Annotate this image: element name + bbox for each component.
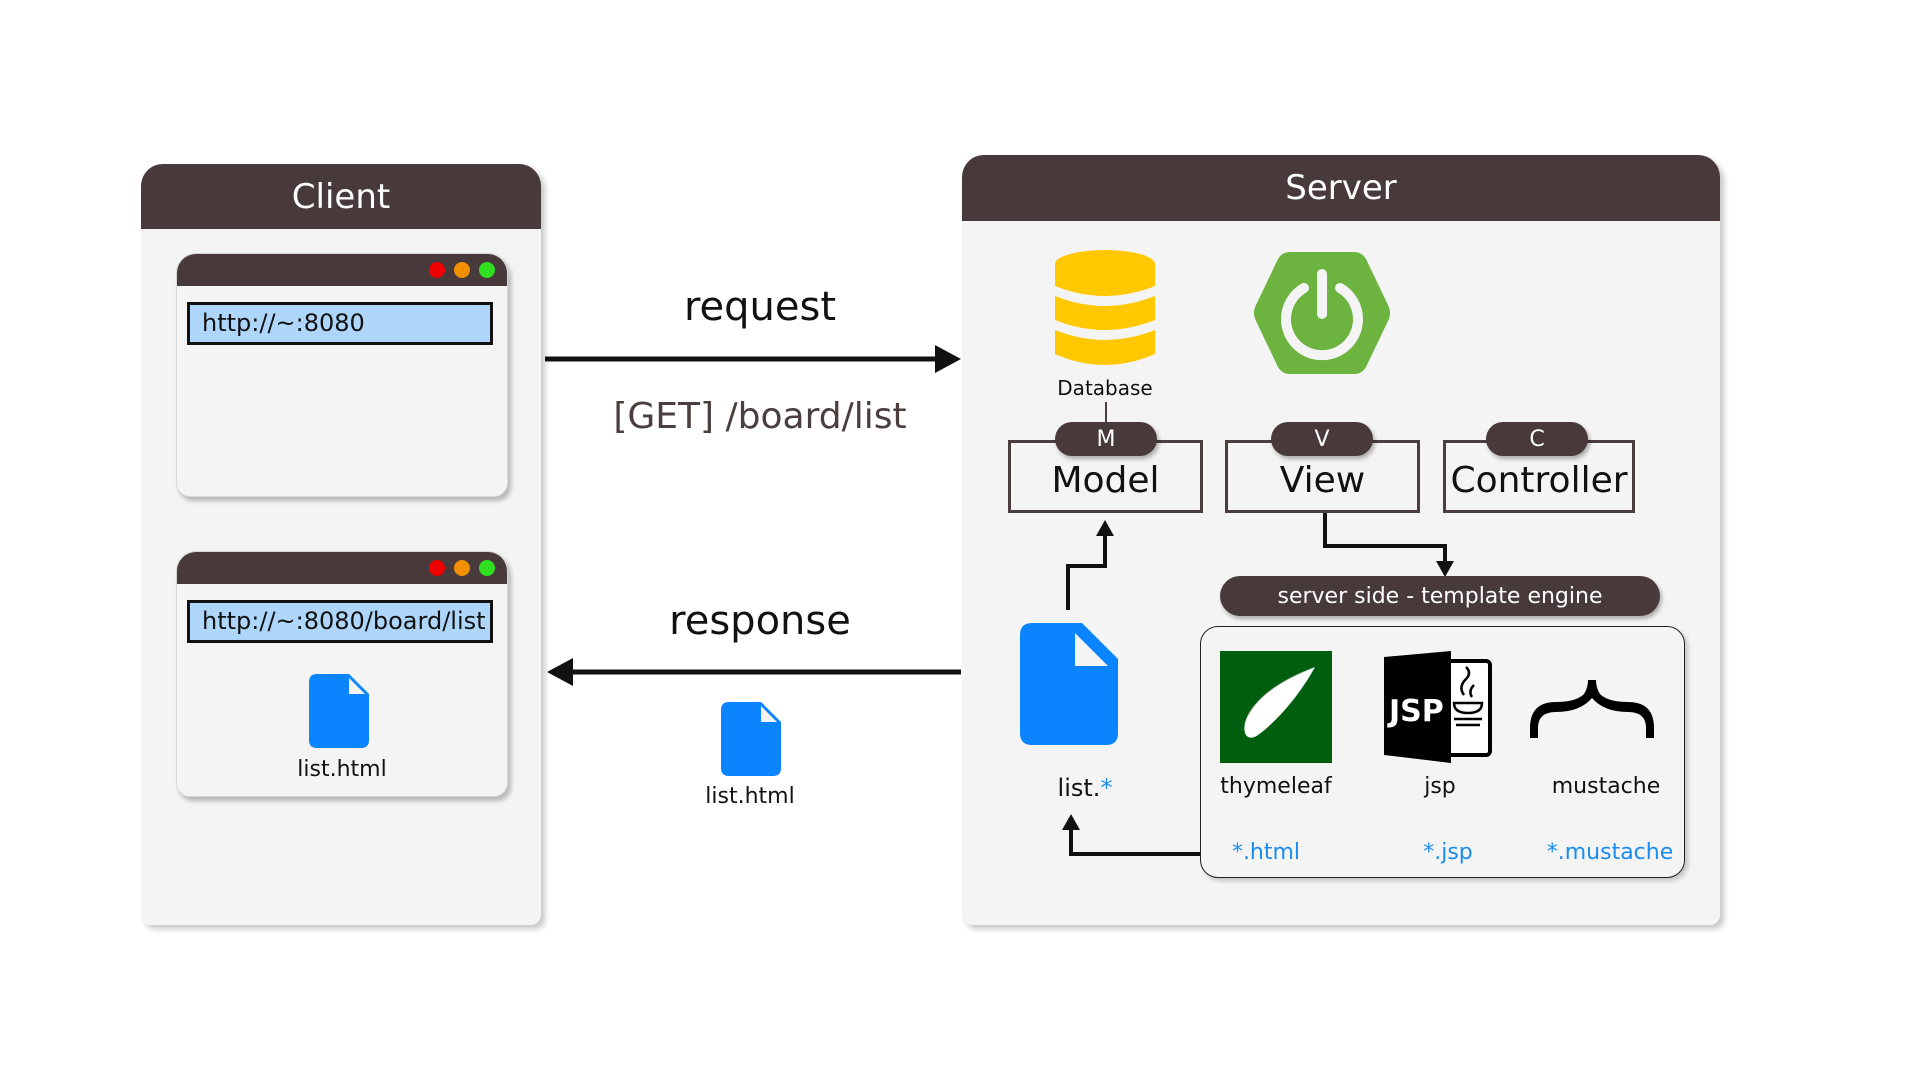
thymeleaf-label: thymeleaf [1220, 774, 1332, 799]
address-bar[interactable]: http://~:8080 [187, 302, 493, 345]
browser-window-request: http://~:8080 [176, 253, 508, 497]
browser-title-bar [177, 254, 507, 286]
server-title: Server [1285, 168, 1397, 208]
minimize-dot-icon [454, 262, 470, 278]
template-engine-title: server side - template engine [1220, 576, 1660, 616]
view-to-engine-arrow [1323, 513, 1454, 577]
database-icon [1055, 250, 1155, 365]
model-badge-text: M [1096, 426, 1116, 452]
thymeleaf-ext: *.html [1231, 840, 1301, 865]
file-to-model-arrow [1066, 520, 1114, 610]
svg-text:JSP: JSP [1387, 694, 1444, 729]
template-file-label-name: list. [1057, 774, 1101, 802]
jsp-label: jsp [1424, 774, 1456, 799]
maximize-dot-icon [479, 560, 495, 576]
address-bar-url: http://~:8080/board/list [202, 607, 486, 635]
request-arrow [545, 345, 961, 373]
html-file-icon [721, 702, 781, 776]
controller-badge: C [1486, 422, 1588, 456]
maximize-dot-icon [479, 262, 495, 278]
browser-window-response: http://~:8080/board/list list.html [176, 551, 508, 797]
close-dot-icon [429, 560, 445, 576]
response-file-label: list.html [705, 784, 795, 809]
close-dot-icon [429, 262, 445, 278]
jsp-file-icon: JSP [1384, 651, 1492, 763]
view-label: View [1279, 460, 1366, 501]
database-label: Database [1057, 376, 1153, 400]
browser-title-bar [177, 552, 507, 584]
request-route-label: [GET] /board/list [613, 396, 907, 437]
spring-power-icon [1254, 252, 1390, 374]
request-label: request [683, 284, 837, 330]
jsp-ext: *.jsp [1423, 840, 1473, 865]
thymeleaf-icon [1220, 651, 1332, 763]
engine-to-file-arrow [1062, 814, 1201, 856]
mustache-label: mustache [1551, 774, 1661, 799]
view-badge-text: V [1314, 426, 1330, 452]
client-header: Client [141, 164, 541, 229]
response-label: response [669, 598, 851, 644]
model-badge: M [1055, 422, 1157, 456]
template-file-icon [1020, 623, 1118, 745]
model-label: Model [1051, 460, 1160, 501]
client-title: Client [291, 176, 391, 217]
mustache-ext: *.mustache [1546, 840, 1674, 865]
address-bar-url: http://~:8080 [202, 309, 365, 337]
template-engine-title-text: server side - template engine [1277, 583, 1603, 609]
view-badge: V [1271, 422, 1373, 456]
html-file-label: list.html [297, 757, 387, 782]
controller-badge-text: C [1529, 426, 1545, 452]
template-file-wildcard: * [1100, 774, 1113, 802]
controller-label: Controller [1450, 460, 1628, 501]
mustache-braces-icon [1530, 680, 1654, 738]
template-file-label: list.* [1010, 774, 1160, 802]
minimize-dot-icon [454, 560, 470, 576]
server-header: Server [962, 155, 1720, 221]
address-bar[interactable]: http://~:8080/board/list [187, 600, 493, 643]
response-arrow [547, 658, 961, 686]
html-file-icon [309, 674, 369, 748]
